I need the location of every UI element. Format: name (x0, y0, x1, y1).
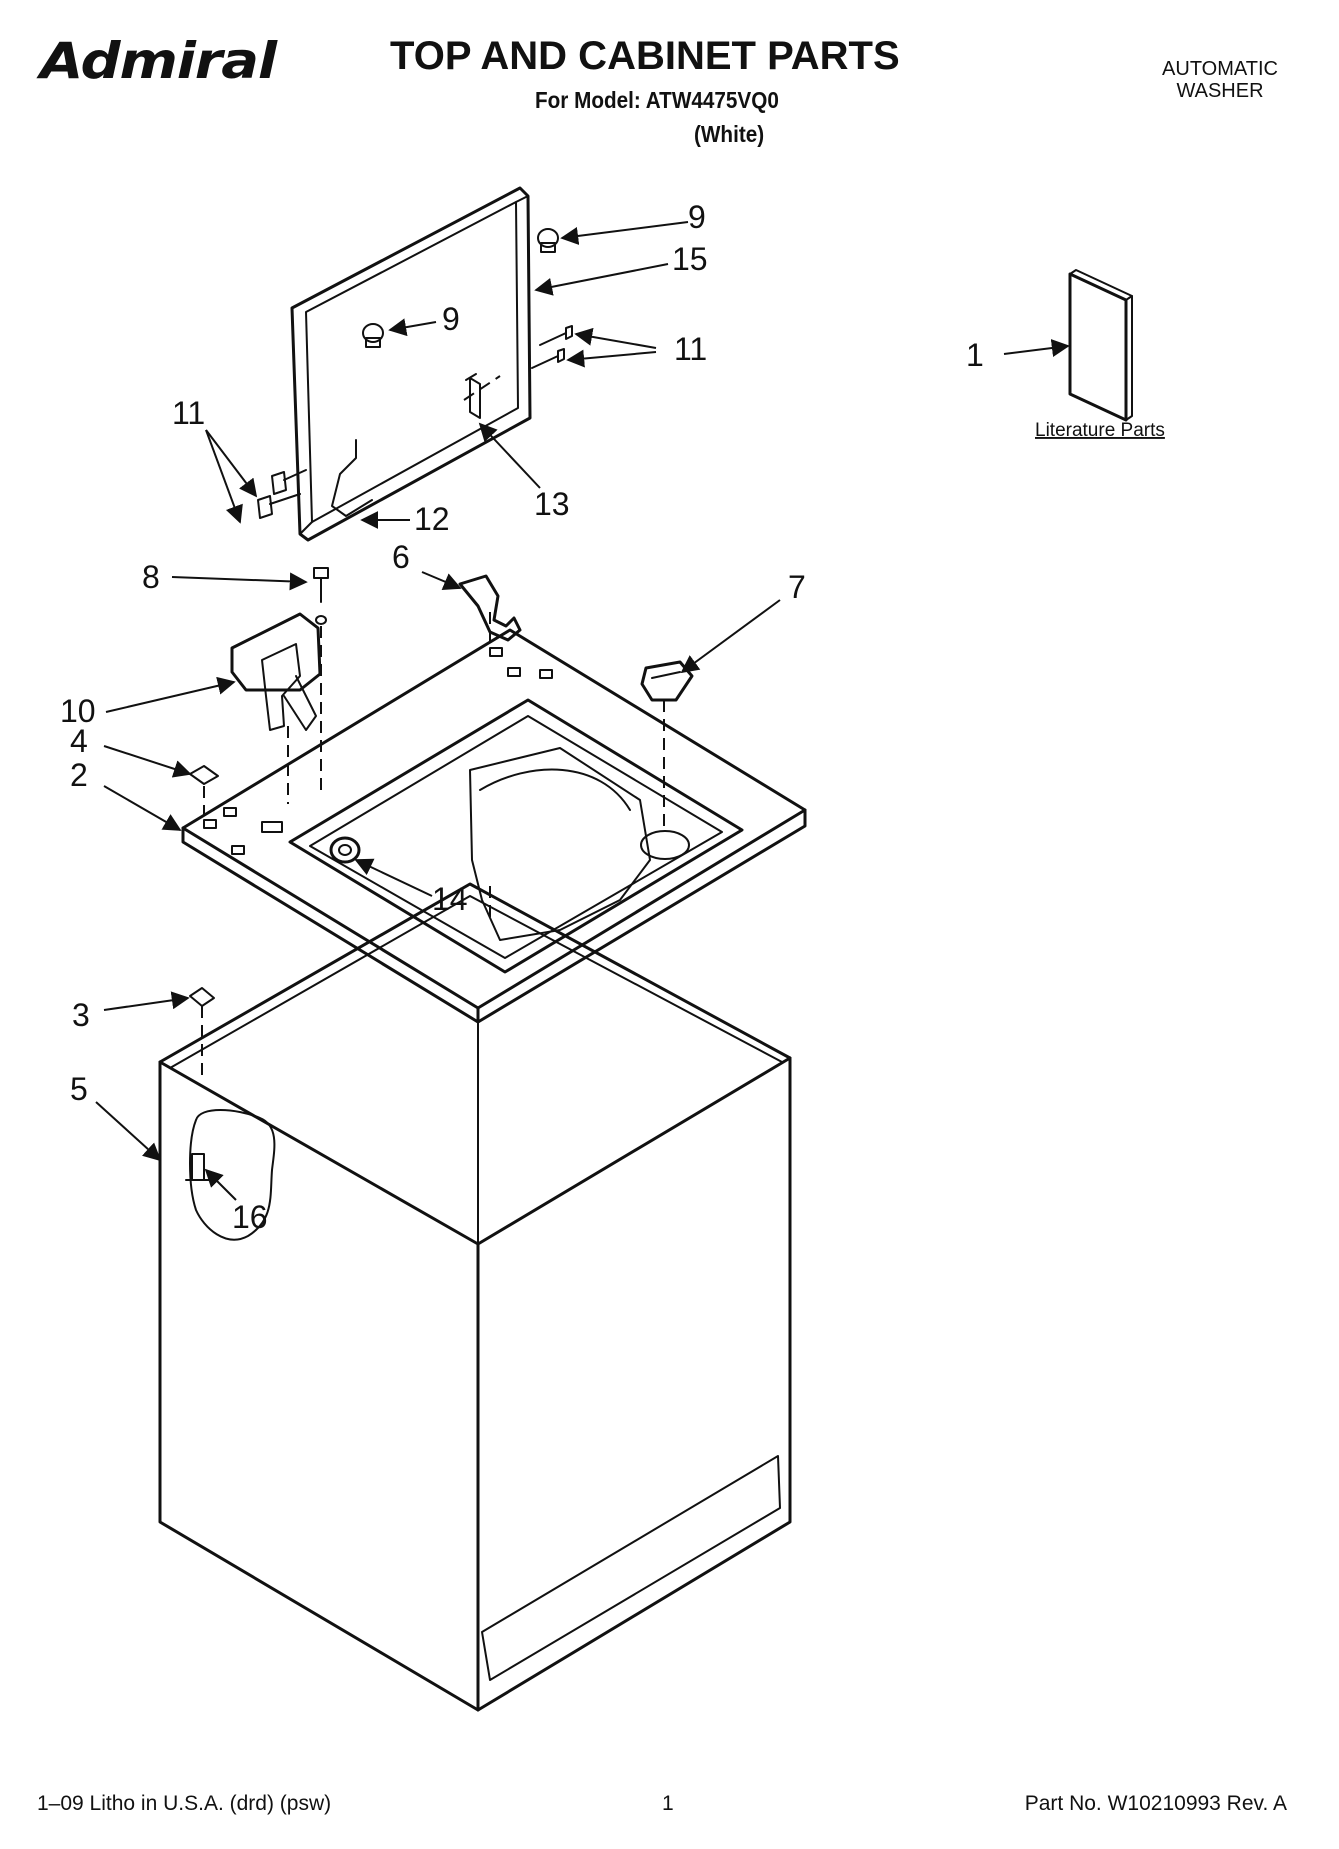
footer-part-number: Part No. W10210993 Rev. A (1024, 1792, 1287, 1815)
callout-14: 14 (432, 881, 468, 917)
bleach-dispenser-cap (640, 660, 694, 702)
washer-lid (290, 186, 532, 542)
callout-2: 2 (70, 757, 88, 793)
callout-4: 4 (70, 723, 88, 759)
lid-bumper-top (537, 228, 559, 253)
callout-16: 16 (232, 1199, 268, 1235)
literature-booklet (1068, 269, 1133, 422)
callout-9-left: 9 (442, 301, 460, 337)
lid-hinge-rod (331, 439, 373, 517)
callout-11-left: 11 (172, 395, 205, 431)
page-title: TOP AND CABINET PARTS (390, 34, 900, 78)
callout-9-top: 9 (688, 199, 706, 235)
callout-11-right: 11 (674, 331, 707, 367)
callout-3: 3 (72, 997, 90, 1033)
document-type-line1: AUTOMATIC (1162, 58, 1278, 80)
cabinet-clip (189, 987, 215, 1007)
lid-strike (465, 373, 481, 419)
document-type: AUTOMATIC WASHER (1140, 58, 1300, 102)
callout-13: 13 (534, 486, 570, 522)
model-line: For Model: ATW4475VQ0 (535, 87, 779, 113)
callout-12: 12 (414, 501, 450, 537)
callout-numbers: 9 15 9 11 1 11 13 12 6 8 7 10 4 2 14 3 5… (60, 199, 984, 1235)
callout-leaders (95, 221, 1070, 1201)
harness-clip (458, 574, 522, 642)
lid-switch (230, 612, 322, 731)
callout-8: 8 (142, 559, 160, 595)
brand-logo: Admiral (40, 32, 277, 90)
lid-bumper-left (362, 323, 384, 348)
document-type-line2: WASHER (1176, 80, 1264, 102)
assembly-lines (201, 375, 665, 1080)
cabinet (158, 882, 792, 1712)
callout-7: 7 (788, 569, 806, 605)
top-clip (189, 765, 219, 785)
color-line: (White) (694, 121, 765, 147)
literature-parts-label: Literature Parts (1035, 420, 1165, 441)
callout-1: 1 (966, 337, 984, 373)
callout-10: 10 (60, 693, 96, 729)
lid-hinge-screws-left (257, 469, 307, 519)
callout-15: 15 (672, 241, 708, 277)
top-panel-holes (203, 647, 553, 855)
lid-switch-screw (313, 567, 329, 625)
fill-hose-grommet (329, 836, 361, 864)
callout-6: 6 (392, 539, 410, 575)
callout-5: 5 (70, 1071, 88, 1107)
lid-hinge-screws-right (531, 325, 573, 369)
footer-page-number: 1 (662, 1792, 674, 1815)
footer-litho: 1–09 Litho in U.S.A. (drd) (psw) (37, 1792, 332, 1815)
